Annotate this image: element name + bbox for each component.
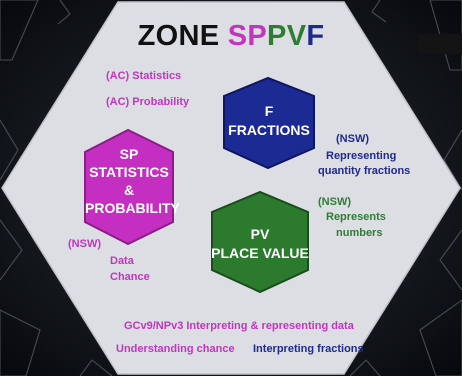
- sp-hexagon-label: SP STATISTICS & PROBABILITY: [85, 145, 180, 217]
- place-value-hexagon: [211, 190, 309, 294]
- understanding-chance-note: Understanding chance: [116, 343, 235, 355]
- title-sp: SP: [227, 20, 268, 52]
- title-pv: PV: [267, 20, 307, 52]
- sp-code: SP: [119, 146, 139, 162]
- nsw-fractions-tag: (NSW): [336, 133, 369, 145]
- fractions-code: F: [264, 103, 274, 119]
- nsw-sp-tag: (NSW): [68, 238, 101, 250]
- title-prefix: ZONE: [137, 20, 228, 52]
- statistics-probability-hexagon: [84, 128, 174, 246]
- sp-ampersand: &: [123, 182, 135, 198]
- zone-title: ZONE SPPVF: [0, 20, 462, 53]
- fractions-name: FRACTIONS: [228, 122, 310, 138]
- sp-probability: PROBABILITY: [85, 200, 180, 216]
- interpreting-fractions-note: Interpreting fractions: [253, 343, 364, 355]
- corner-mark: [418, 34, 462, 54]
- nsw-fractions-line2: quantity fractions: [318, 165, 411, 177]
- sp-statistics: STATISTICS: [89, 164, 169, 180]
- title-f: F: [306, 20, 325, 52]
- ac-probability-note: (AC) Probability: [106, 96, 190, 108]
- nsw-pv-line1: Represents: [326, 211, 386, 223]
- pv-code: PV: [250, 226, 270, 242]
- nsw-sp-line2: Chance: [110, 271, 150, 283]
- nsw-pv-line2: numbers: [336, 227, 383, 239]
- pv-hexagon-label: PV PLACE VALUE: [210, 225, 310, 263]
- nsw-fractions-line1: Representing: [326, 150, 397, 162]
- nsw-pv-tag: (NSW): [318, 196, 351, 208]
- pv-name: PLACE VALUE: [211, 245, 309, 261]
- fractions-hexagon: [223, 76, 315, 170]
- fractions-hexagon-label: F FRACTIONS: [224, 102, 314, 140]
- gc-interpreting-data-note: GCv9/NPv3 Interpreting & representing da…: [124, 320, 354, 332]
- nsw-sp-line1: Data: [110, 255, 134, 267]
- ac-statistics-note: (AC) Statistics: [106, 70, 182, 82]
